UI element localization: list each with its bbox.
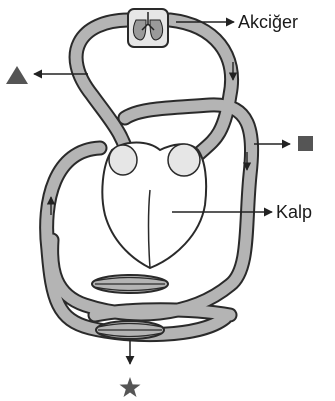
capillary-bed-lower (96, 321, 164, 339)
star-marker (120, 377, 141, 397)
triangle-marker (6, 66, 28, 84)
heart-icon (102, 143, 206, 269)
capillary-bed-upper (92, 275, 168, 293)
square-marker (298, 136, 313, 151)
heart-label: Kalp (276, 202, 312, 222)
lung-icon (128, 9, 168, 47)
lung-label: Akciğer (238, 12, 298, 32)
